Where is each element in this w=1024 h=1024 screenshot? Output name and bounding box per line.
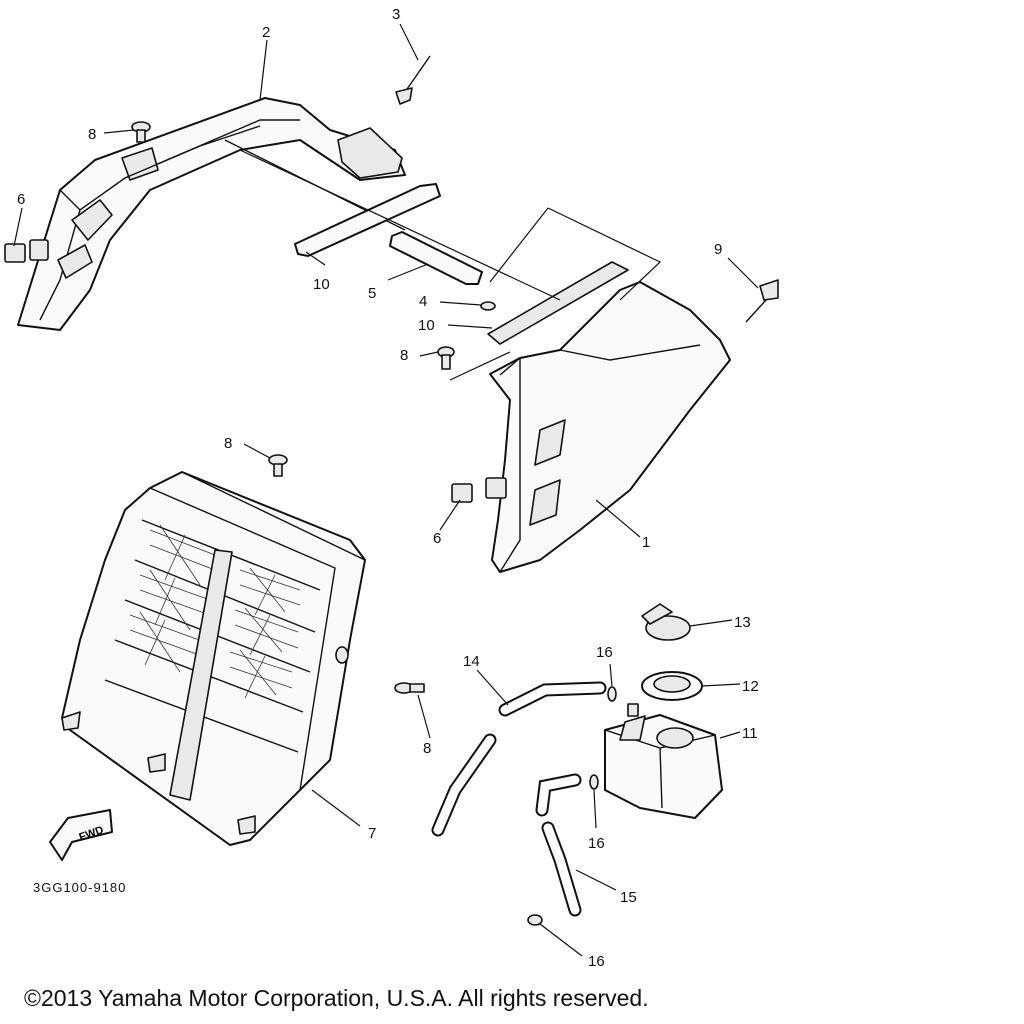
breather-hose xyxy=(535,773,582,917)
reservoir-tank xyxy=(604,703,723,819)
duct-seal xyxy=(389,231,483,285)
hose-clamp-middle xyxy=(589,774,599,790)
callout-13: 13 xyxy=(734,614,751,631)
bolt xyxy=(745,279,779,323)
screw-shroud-side xyxy=(394,682,425,694)
seal-strip-upper xyxy=(294,183,441,257)
diagram-code: 3GG100-9180 xyxy=(33,880,127,895)
hose-clamp-upper xyxy=(607,686,617,702)
callout-2: 2 xyxy=(262,24,270,41)
callout-6-left: 6 xyxy=(17,191,25,208)
callout-16-lower: 16 xyxy=(588,953,605,970)
screw-middle xyxy=(437,346,455,370)
callout-9: 9 xyxy=(714,241,722,258)
callout-14: 14 xyxy=(463,653,480,670)
callout-7: 7 xyxy=(368,825,376,842)
callout-labels: 2 3 8 6 10 5 4 10 8 9 8 6 1 8 7 13 12 11… xyxy=(17,6,759,970)
clip-nut-right xyxy=(451,477,507,503)
callout-10-upper: 10 xyxy=(313,276,330,293)
hose-clamp-lower xyxy=(527,914,543,926)
screw-top-left xyxy=(131,121,151,143)
clip-nut-left xyxy=(4,239,49,263)
grommet xyxy=(480,301,496,311)
callout-16-upper: 16 xyxy=(596,644,613,661)
forward-arrow-icon: FWD xyxy=(49,809,113,861)
callout-11: 11 xyxy=(742,725,758,742)
callout-1: 1 xyxy=(642,534,650,551)
callout-15: 15 xyxy=(620,889,637,906)
callout-4: 4 xyxy=(419,293,427,310)
overflow-hose xyxy=(431,681,607,837)
callout-10-lower: 10 xyxy=(418,317,435,334)
reservoir-cap xyxy=(641,603,691,641)
callout-5: 5 xyxy=(368,285,376,302)
leader-lines xyxy=(13,23,759,957)
radiator-grille xyxy=(61,471,366,846)
callout-12: 12 xyxy=(742,678,759,695)
cap-gasket xyxy=(641,671,703,701)
callout-6-right: 6 xyxy=(433,530,441,547)
assembly-lines xyxy=(239,149,662,381)
left-side-cover xyxy=(17,97,406,331)
callout-3: 3 xyxy=(392,6,400,23)
right-side-cover xyxy=(487,261,731,573)
callout-8-middle: 8 xyxy=(400,347,408,364)
callout-8-shroud-side: 8 xyxy=(423,740,431,757)
copyright-notice: ©2013 Yamaha Motor Corporation, U.S.A. A… xyxy=(24,985,649,1011)
screw-shroud-top xyxy=(268,454,288,477)
callout-8-shroud-top: 8 xyxy=(224,435,232,452)
callout-16-middle: 16 xyxy=(588,835,605,852)
rivet-pin xyxy=(395,55,431,105)
callout-8-top-left: 8 xyxy=(88,126,96,143)
